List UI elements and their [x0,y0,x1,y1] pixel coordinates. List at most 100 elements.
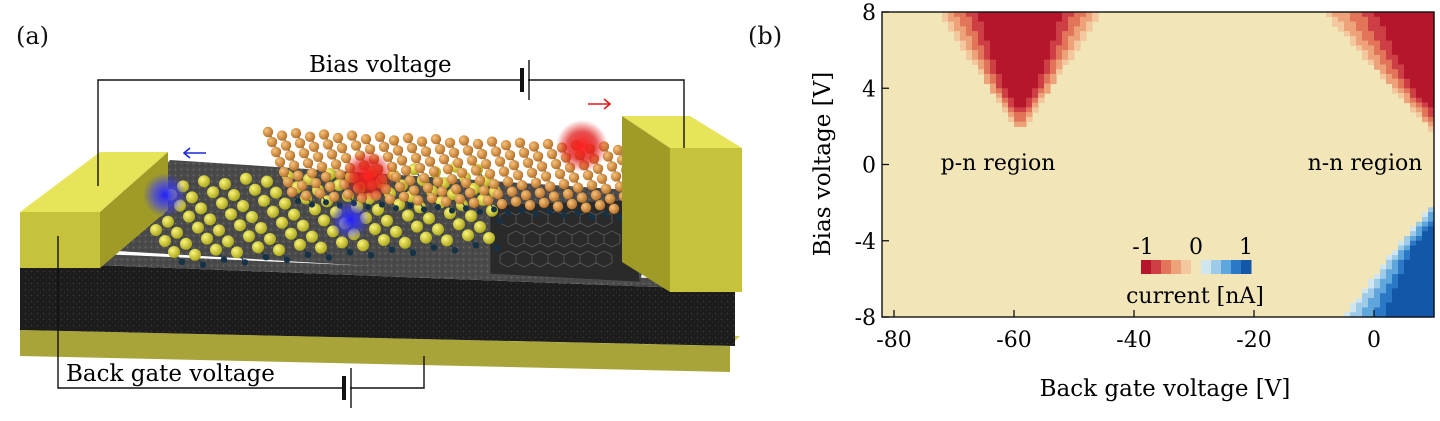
orange-atom [406,142,418,154]
heatmap-cell [1380,35,1387,42]
heatmap-cell [1368,302,1375,309]
heatmap-cell [1422,245,1429,251]
heatmap-cell [1056,54,1063,61]
yellow-atom [474,221,486,233]
orange-atom [542,138,554,150]
bias-voltage-label: Bias voltage [309,52,452,78]
orange-atom [590,190,602,201]
heatmap-cell [1404,31,1411,37]
heatmap-cell [1002,107,1009,113]
heatmap-cell [1410,288,1417,294]
heatmap-cell [1338,16,1345,23]
heatmap-cell [1050,16,1057,23]
heatmap-cell [1068,16,1075,23]
heatmap-cell [1410,240,1417,247]
heatmap-cell [1020,64,1027,70]
yellow-atom [159,235,171,247]
heatmap-cell [1026,73,1033,80]
heatmap-cell [1416,107,1423,113]
orange-atom [540,171,552,182]
heatmap-cell [1422,293,1429,299]
heatmap-cell [1386,16,1393,23]
heatmap-cell [960,40,967,46]
heatmap-cell [1422,278,1429,285]
annotation-pn-region: p-n region [941,151,1056,176]
heatmap-cell [1398,78,1405,85]
orange-atom [440,196,452,207]
heatmap-cell [1416,112,1423,118]
heatmap-cell [1368,31,1375,37]
heatmap-cell [1092,16,1099,23]
heatmap-cell [1014,59,1021,66]
yellow-atom [216,197,228,210]
heatmap-cell [1026,112,1033,118]
heatmap-cell [1404,255,1411,261]
yellow-atom [219,178,231,190]
heatmap-cell [1410,54,1417,61]
heatmap-cell [1422,312,1429,318]
heatmap-cell [1386,288,1393,294]
heatmap-cell [1026,54,1033,61]
heatmap-cell [1014,16,1021,23]
heatmap-cell [1398,269,1405,275]
orange-atom [568,172,580,183]
heatmap-cell [1356,21,1363,27]
heatmap-cell [984,78,991,85]
heatmap-cell [1350,26,1357,32]
heatmap-cell [1404,16,1411,23]
heatmap-cell [1380,297,1387,304]
heatmap-cell [960,45,967,51]
heatmap-cell [1002,97,1009,104]
heatmap-cell [996,97,1003,104]
heatmap-cell [1422,112,1429,118]
heatmap-cell [978,40,985,46]
heatmap-cell [978,54,985,61]
heatmap-cell [1020,31,1027,37]
heatmap-cell [1410,26,1417,32]
heatmap-cell [942,16,949,23]
heatmap-cell [1392,278,1399,285]
heatmap-cell [1362,307,1369,313]
heatmap-cell [984,12,991,18]
heatmap-cell [1356,31,1363,37]
heatmap-cell [1002,69,1009,75]
heatmap-cell [1368,26,1375,32]
yellow-atom [213,224,225,237]
heatmap-cell [1038,12,1045,18]
heatmap-cell [1410,97,1417,104]
heatmap-cell [984,45,991,51]
heatmap-cell [1380,45,1387,51]
heatmap-cell [1392,307,1399,313]
heatmap-cell [990,54,997,61]
heatmap-cell [1404,21,1411,27]
heatmap-cell [1368,50,1375,56]
orange-atom [324,181,336,192]
heatmap-cell [1374,293,1381,299]
heatmap-cell [1008,35,1015,42]
heatmap-cell [1014,35,1021,42]
heatmap-cell [1362,40,1369,46]
heatmap-cell [1014,88,1021,94]
orange-atom [384,194,396,205]
heatmap-cell [1404,12,1411,18]
heatmap-cell [1380,278,1387,285]
heatmap-cell [1428,278,1435,285]
heatmap-cell [996,54,1003,61]
heatmap-cell [1050,26,1057,32]
heatmap-cell [1356,297,1363,304]
yellow-atom [306,230,318,243]
heatmap-cell [1404,73,1411,80]
orange-atom [418,172,430,184]
heatmap-cell [1392,83,1399,89]
back-gate-voltage-label: Back gate voltage [66,361,275,387]
orange-atom [536,161,548,172]
orange-atom [330,159,342,170]
heatmap-cell [1410,307,1417,313]
heatmap-cell [1020,83,1027,89]
orange-atom [286,186,298,198]
heatmap-cell [1404,235,1411,242]
yellow-atom [186,191,198,204]
heatmap-cell [1404,269,1411,275]
heatmap-cell [1404,288,1411,294]
heatmap-cell [1404,97,1411,104]
